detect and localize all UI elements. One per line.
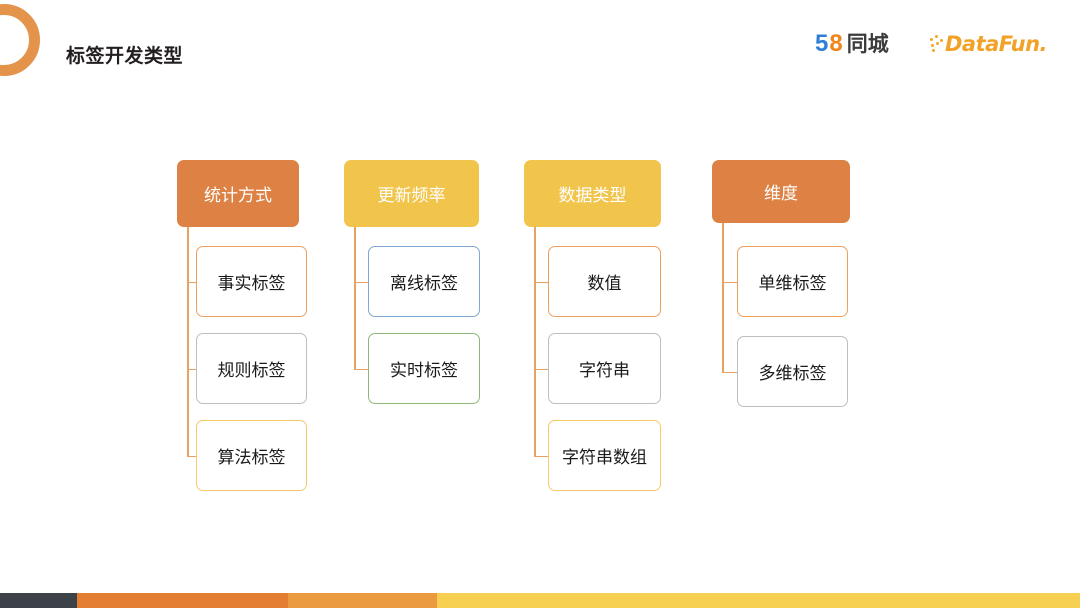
label-node-3-1[interactable]: 数值 [548,246,661,317]
label-node-4-2[interactable]: 多维标签 [737,336,848,407]
label-node-3-2[interactable]: 字符串 [548,333,661,404]
category-header-3[interactable]: 数据类型 [524,160,661,227]
bottom-bar-segment-orange [288,593,437,608]
connector-trunk-4 [722,223,724,372]
label-node-1-1[interactable]: 事实标签 [196,246,307,317]
connector-trunk-1 [187,227,189,456]
connector-trunk-2 [354,227,356,369]
datafun-logo: DataFun. [930,31,1048,57]
connector-branch-1-3 [187,455,196,458]
wuba-logo: 5 8 同城 [815,31,889,57]
bottom-color-bar [0,593,1080,608]
label-node-3-3[interactable]: 字符串数组 [548,420,661,491]
connector-branch-2-2 [354,368,368,371]
datafun-dots-icon [930,35,944,53]
connector-branch-3-3 [534,455,548,458]
category-header-2[interactable]: 更新频率 [344,160,479,227]
connector-branch-4-1 [722,281,737,284]
connector-branch-4-2 [722,371,737,374]
datafun-logo-text: DataFun. [945,31,1048,56]
connector-branch-2-1 [354,281,368,284]
bottom-bar-segment-dark [0,593,77,608]
connector-trunk-3 [534,227,536,456]
connector-branch-3-2 [534,368,548,371]
label-node-1-2[interactable]: 规则标签 [196,333,307,404]
label-node-4-1[interactable]: 单维标签 [737,246,848,317]
bottom-bar-segment-yellow [437,593,1080,608]
wuba-logo-digit-5: 5 [815,30,829,57]
wuba-logo-digit-8: 8 [829,30,843,57]
label-node-1-3[interactable]: 算法标签 [196,420,307,491]
page-title: 标签开发类型 [66,46,184,67]
category-header-4[interactable]: 维度 [712,160,850,223]
wuba-logo-text: 同城 [846,32,889,56]
bottom-bar-segment-dark-orange [77,593,288,608]
connector-branch-1-1 [187,281,196,284]
connector-branch-3-1 [534,281,548,284]
label-node-2-2[interactable]: 实时标签 [368,333,480,404]
orange-ring-icon [0,4,40,76]
category-header-1[interactable]: 统计方式 [177,160,299,227]
label-node-2-1[interactable]: 离线标签 [368,246,480,317]
connector-branch-1-2 [187,368,196,371]
